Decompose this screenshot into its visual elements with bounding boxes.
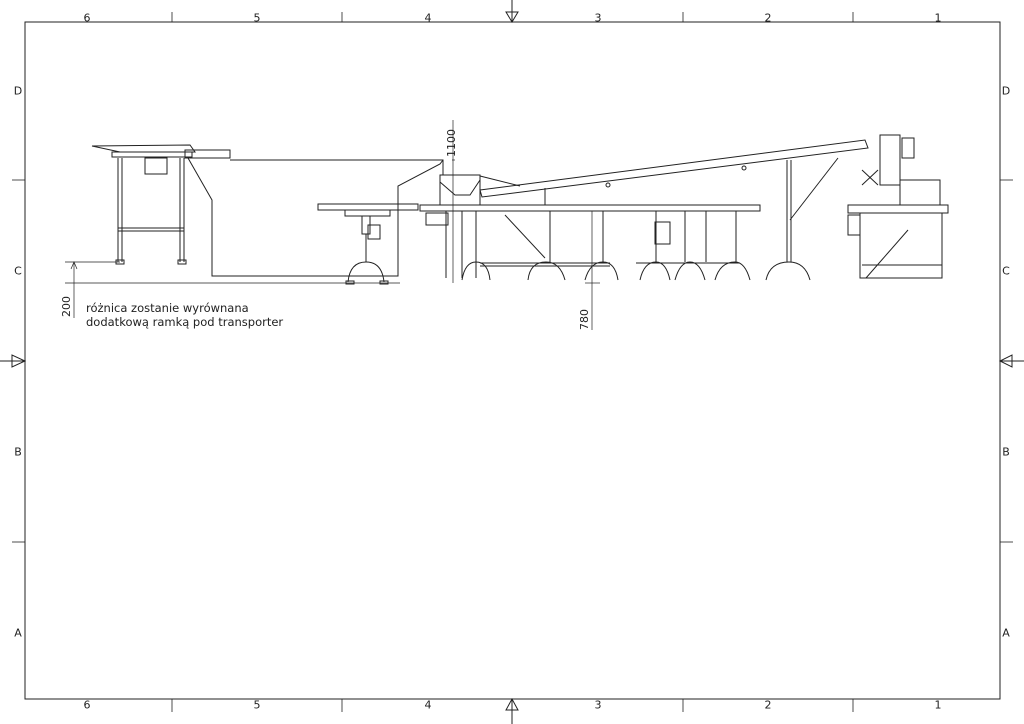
rotary-table bbox=[317, 203, 419, 285]
dimension-780: 780 bbox=[578, 309, 591, 330]
column-label-2-bottom: 2 bbox=[764, 698, 772, 712]
column-label-5-bottom: 5 bbox=[253, 698, 261, 712]
chute-outline bbox=[187, 157, 444, 277]
column-label-3-bottom: 3 bbox=[594, 698, 602, 712]
row-label-b-right: B bbox=[1002, 445, 1010, 459]
column-label-1-bottom: 1 bbox=[934, 698, 942, 712]
row-label-c-right: C bbox=[1002, 264, 1010, 278]
dimension-200: 200 bbox=[60, 296, 73, 317]
column-label-2: 2 bbox=[764, 11, 772, 25]
main-conveyor bbox=[419, 174, 761, 281]
dimensions bbox=[65, 120, 600, 330]
row-label-a: A bbox=[14, 626, 22, 640]
row-label-d: D bbox=[13, 84, 23, 98]
row-label-c: C bbox=[14, 264, 22, 278]
row-label-a-right: A bbox=[1002, 626, 1010, 640]
row-label-b: B bbox=[14, 445, 22, 459]
conveyor-left bbox=[91, 144, 231, 265]
column-label-4-bottom: 4 bbox=[424, 698, 432, 712]
row-label-d-right: D bbox=[1001, 84, 1011, 98]
dimension-1100: 1100 bbox=[445, 129, 458, 157]
column-label-3: 3 bbox=[594, 11, 602, 25]
column-label-4: 4 bbox=[424, 11, 432, 25]
column-label-6: 6 bbox=[83, 11, 91, 25]
packaging-machine bbox=[847, 134, 949, 279]
note-line-1: różnica zostanie wyrównana bbox=[86, 301, 249, 315]
column-label-1: 1 bbox=[934, 11, 942, 25]
column-label-5: 5 bbox=[253, 11, 261, 25]
note-line-2: dodatkową ramką pod transporter bbox=[86, 315, 284, 329]
incline-conveyor bbox=[479, 139, 869, 281]
column-label-6-bottom: 6 bbox=[83, 698, 91, 712]
